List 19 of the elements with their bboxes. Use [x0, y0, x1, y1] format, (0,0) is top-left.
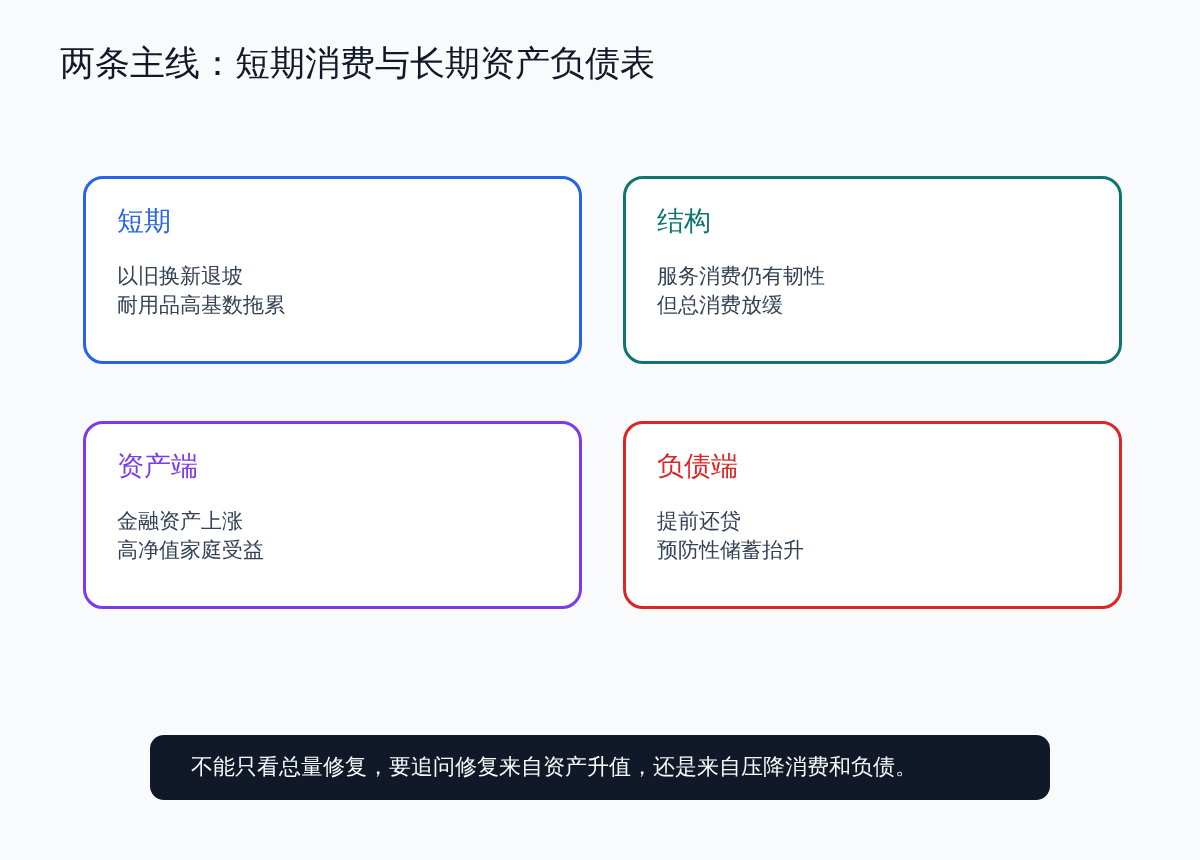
card [623, 176, 1122, 364]
card-text: 服务消费仍有韧性 [657, 263, 825, 290]
card-heading: 负债端 [657, 449, 738, 483]
card-text: 提前还贷 [657, 508, 741, 535]
banner [150, 735, 1050, 800]
card-text: 高净值家庭受益 [117, 537, 264, 564]
card-text: 以旧换新退坡 [117, 263, 243, 290]
banner-text: 不能只看总量修复，要追问修复来自资产升值，还是来自压降消费和负债。 [191, 753, 917, 781]
card [83, 421, 582, 609]
card [83, 176, 582, 364]
card-heading: 资产端 [117, 449, 198, 483]
title: 两条主线：短期消费与长期资产负债表 [60, 42, 655, 85]
card-text: 耐用品高基数拖累 [117, 292, 285, 319]
card-text: 金融资产上涨 [117, 508, 243, 535]
card-text: 预防性储蓄抬升 [657, 537, 804, 564]
card [623, 421, 1122, 609]
card-heading: 短期 [117, 204, 171, 238]
card-heading: 结构 [657, 204, 711, 238]
card-text: 但总消费放缓 [657, 292, 783, 319]
